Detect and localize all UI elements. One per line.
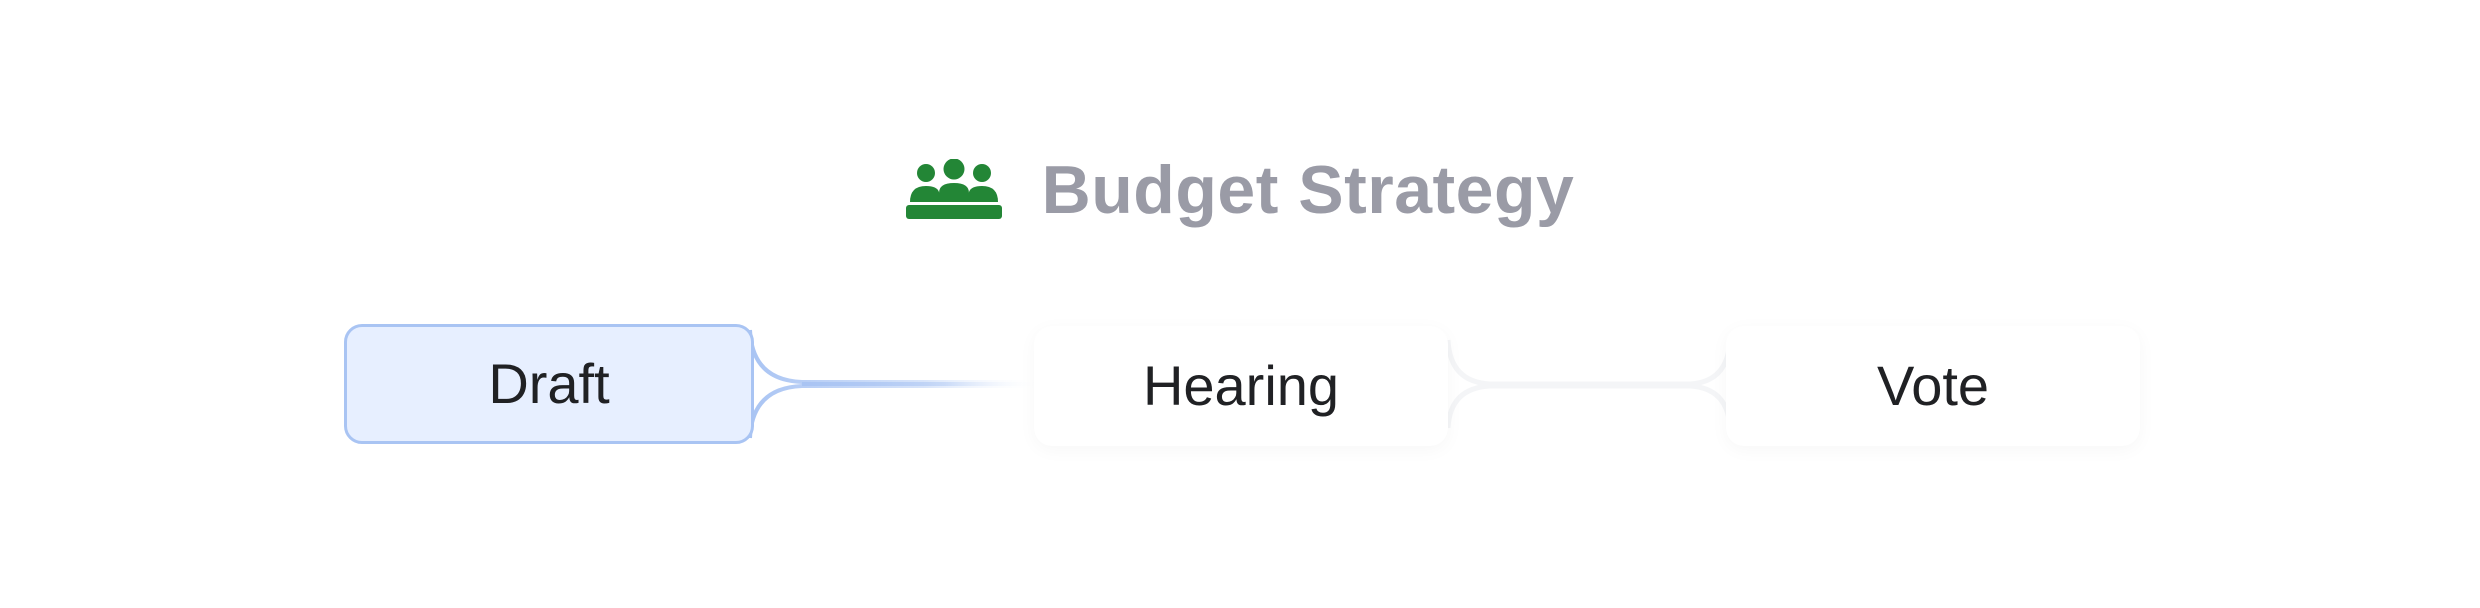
header: Budget Strategy (0, 150, 2480, 230)
group-icon (905, 159, 1002, 219)
step-vote[interactable]: Vote (1726, 326, 2140, 446)
connector-hearing-vote (1445, 339, 1733, 387)
step-hearing-label: Hearing (1142, 354, 1340, 417)
step-vote-label: Vote (1876, 354, 1990, 417)
step-hearing[interactable]: Hearing (1034, 326, 1448, 446)
step-draft[interactable]: Draft (344, 324, 754, 444)
page-title: Budget Strategy (1041, 152, 1575, 228)
step-draft-label: Draft (488, 352, 610, 415)
